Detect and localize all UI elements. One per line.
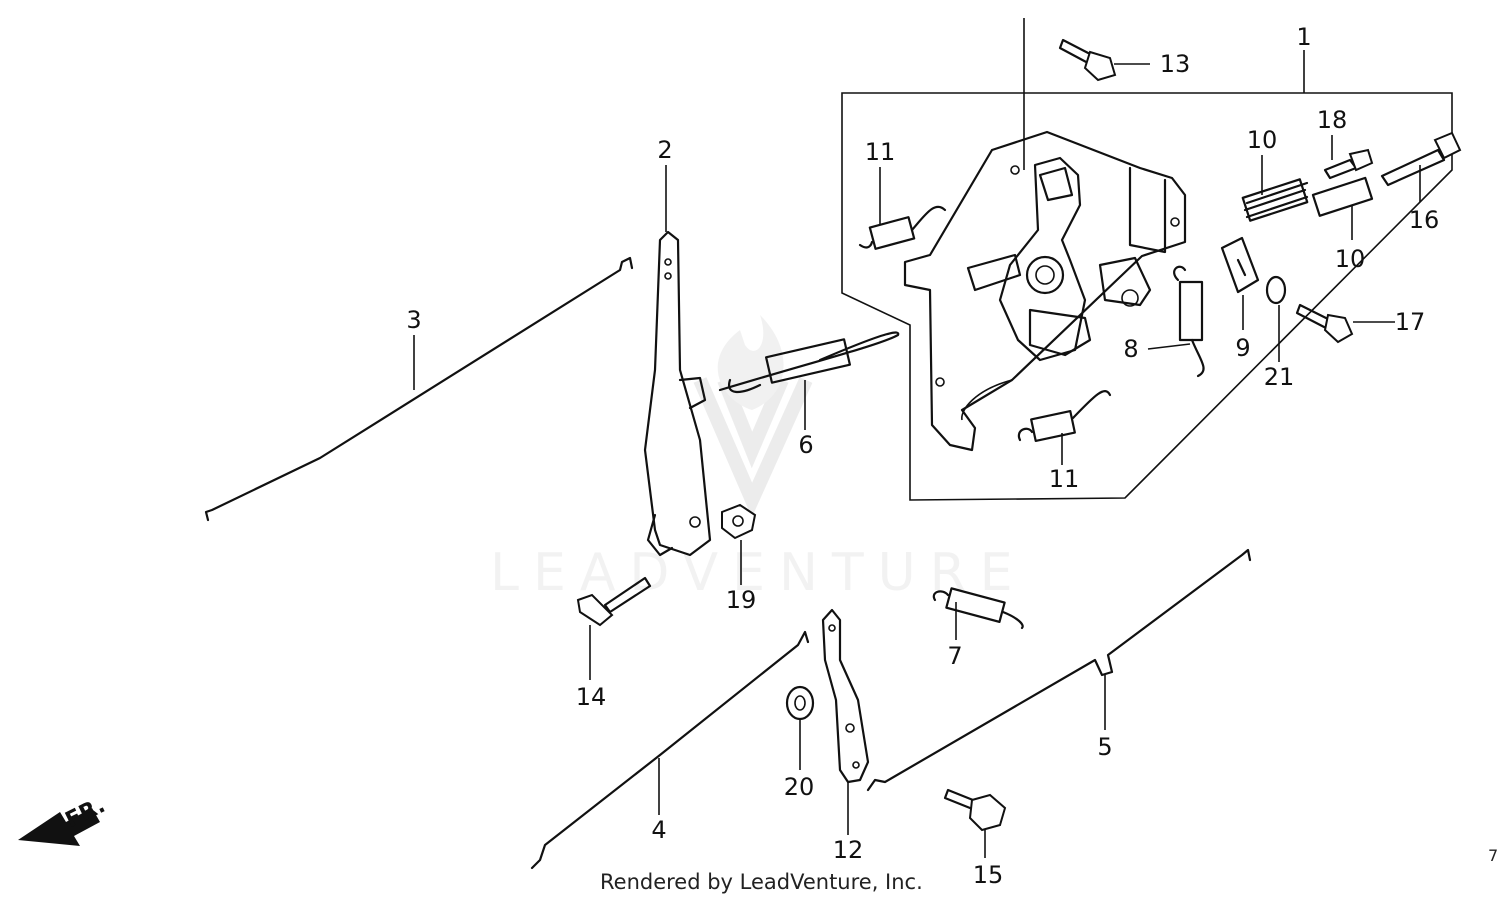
bolt-14 <box>576 576 652 627</box>
callout-21: 21 <box>1264 363 1295 391</box>
callout-11-upper: 11 <box>865 138 896 166</box>
link-arm-12 <box>821 608 870 784</box>
callout-10-b: 10 <box>1335 245 1366 273</box>
bolt-18 <box>1323 148 1374 180</box>
governor-arm-2 <box>643 230 712 557</box>
bolt-17 <box>1295 303 1354 344</box>
bolt-13 <box>1058 38 1117 82</box>
spring-11-upper <box>858 205 947 250</box>
callout-6: 6 <box>798 431 813 459</box>
callout-14: 14 <box>576 683 607 711</box>
callout-1: 1 <box>1296 23 1311 51</box>
washer-21 <box>1265 275 1287 305</box>
rendered-by-credit: Rendered by LeadVenture, Inc. <box>600 870 923 894</box>
watermark: LEADVENTURE <box>490 315 1027 603</box>
callout-13: 13 <box>1160 50 1191 78</box>
bolt-16 <box>1380 131 1462 187</box>
callout-12: 12 <box>833 836 864 864</box>
spring-7 <box>932 587 1024 630</box>
callout-5: 5 <box>1097 733 1112 761</box>
assembly-boundary <box>841 92 1453 501</box>
nut-19 <box>721 503 757 540</box>
callout-19: 19 <box>726 586 757 614</box>
callout-3: 3 <box>406 306 421 334</box>
spring-11-lower <box>1017 390 1112 443</box>
direction-arrow: FR. <box>18 793 109 846</box>
rod-4 <box>530 630 810 870</box>
callout-20: 20 <box>784 773 815 801</box>
rod-3 <box>204 256 634 522</box>
spring-8 <box>1173 265 1205 378</box>
leader-8 <box>1147 343 1191 350</box>
watermark-text: LEADVENTURE <box>490 543 1027 603</box>
callout-11-lower: 11 <box>1049 465 1080 493</box>
page-number: 7: <box>1488 846 1500 865</box>
callout-10-a: 10 <box>1247 126 1278 154</box>
spring-6 <box>718 331 900 393</box>
callout-8: 8 <box>1123 335 1138 363</box>
clip-9 <box>1220 236 1260 294</box>
callout-2: 2 <box>657 136 672 164</box>
spring-10-a <box>1241 178 1309 222</box>
control-base-plate <box>903 130 1187 452</box>
callout-7: 7 <box>947 642 962 670</box>
callout-18: 18 <box>1317 106 1348 134</box>
washer-20 <box>785 685 815 721</box>
throttle-lever <box>998 156 1152 362</box>
rod-5 <box>866 548 1252 792</box>
callout-15: 15 <box>973 861 1004 889</box>
bolt-15 <box>943 788 1007 832</box>
callout-4: 4 <box>651 816 666 844</box>
callout-17: 17 <box>1395 308 1426 336</box>
callout-16: 16 <box>1409 206 1440 234</box>
spring-10-b <box>1311 176 1374 217</box>
callout-9: 9 <box>1235 334 1250 362</box>
